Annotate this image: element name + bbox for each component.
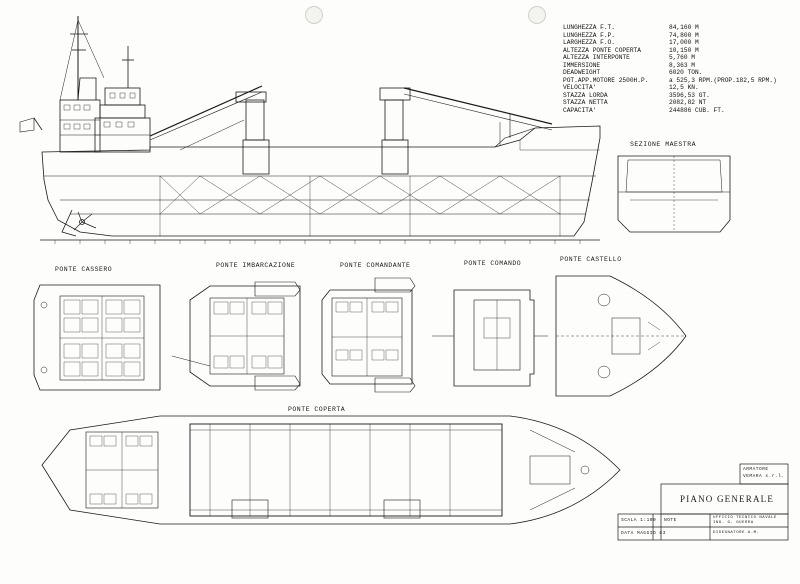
label-ponte-comandante: PONTE COMANDANTE: [340, 262, 411, 269]
flag: [19, 117, 35, 133]
owner-stamp-name: VEMARA s.r.l.: [743, 474, 785, 479]
poop-deck-plan: [33, 284, 161, 391]
cargo-crane-fwd: [379, 87, 553, 175]
label-ponte-castello: PONTE CASTELLO: [560, 256, 622, 263]
spec-label: CAPACITA': [563, 106, 597, 114]
propeller: [73, 211, 97, 231]
spec-label: ALTEZZA INTERPONTE: [563, 54, 630, 61]
spec-row: VELOCITA' 12,5 KN.: [563, 84, 777, 92]
punch-hole: [528, 6, 546, 24]
spec-row: DEADWEIGHT 6020 TON.: [563, 69, 777, 77]
cargo-crane-aft: [149, 85, 270, 175]
designer-text: DISEGNATORE A.M.: [713, 531, 760, 535]
spec-row: ALTEZZA PONTE COPERTA 10,150 M: [563, 47, 777, 55]
office-text: UFFICIO TECNICO NAVALE: [713, 516, 777, 520]
spec-row: STAZZA LORDA 3596,53 GT.: [563, 92, 777, 100]
spec-label: LUNGHEZZA F.P.: [563, 31, 615, 39]
spec-label: LARGHEZZA F.O.: [563, 39, 615, 46]
spec-value: 2082,82 NT: [669, 99, 707, 106]
spec-value: 17,000 M: [669, 39, 699, 46]
spec-value: 5,760 M: [669, 54, 695, 61]
bridge-deck-plan: [432, 289, 548, 387]
lifeboat: [254, 375, 301, 391]
label-ponte-coperta: PONTE COPERTA: [288, 406, 346, 413]
spec-value: 8,363 M: [669, 61, 695, 69]
note-text: NOTE: [664, 518, 677, 523]
captain-deck-plan: [321, 277, 416, 393]
spec-value: a 525,3 RPM.(PROP.182,5 RPM.): [669, 76, 777, 84]
spec-value: 74,800 M: [669, 31, 699, 39]
spec-row: ALTEZZA INTERPONTE 5,760 M: [563, 54, 777, 62]
office-engineer: ING. G. GUERRA: [713, 521, 754, 525]
spec-value: 6020 TON.: [669, 69, 703, 76]
lifeboat: [254, 281, 301, 297]
ship-profile: [19, 16, 601, 244]
drawing-title: PIANO GENERALE: [680, 494, 775, 504]
label-sezione-maestra: SEZIONE MAESTRA: [630, 141, 697, 148]
label-ponte-comando: PONTE COMANDO: [464, 260, 522, 267]
scale-text: SCALA 1:100: [621, 518, 657, 523]
spec-value: 3596,53 GT.: [669, 91, 710, 99]
midship-section: [617, 155, 731, 233]
hold-bracing: [159, 175, 561, 236]
cargo-hatch: [189, 423, 503, 517]
spec-table: LUNGHEZZA F.T. 84,160 M LUNGHEZZA F.P. 74,8…: [563, 24, 777, 114]
title-block-frame: [617, 463, 789, 541]
frame-ticks: [54, 240, 581, 244]
hull-outline: [41, 125, 601, 237]
label-ponte-cassero: PONTE CASSERO: [55, 266, 113, 273]
spec-value: 244886 CUB. FT.: [669, 106, 725, 114]
spec-label: LUNGHEZZA F.T.: [563, 24, 615, 31]
spec-row: STAZZA NETTA 2082,82 NT: [563, 99, 777, 107]
spec-row: LARGHEZZA F.O. 17,000 M: [563, 39, 777, 47]
owner-stamp: ARMATORE: [743, 467, 769, 472]
rudder: [61, 209, 77, 237]
spec-label: POT.APP.MOTORE 2500H.P.: [563, 76, 649, 84]
boat-deck-plan: [171, 281, 301, 391]
punch-hole: [305, 6, 323, 24]
spec-row: LUNGHEZZA F.T. 84,160 M: [563, 24, 777, 32]
spec-row: LUNGHEZZA F.P. 74,800 M: [563, 32, 777, 40]
forecastle-deck-plan: [555, 275, 687, 397]
main-deck-outline: [41, 415, 621, 525]
funnel: [77, 77, 97, 101]
spec-row: POT.APP.MOTORE 2500H.P. a 525,3 RPM.(PROP…: [563, 77, 777, 85]
spec-value: 84,160 M: [669, 24, 699, 31]
spec-value: 12,5 KN.: [669, 84, 699, 91]
label-ponte-imbarcazione: PONTE IMBARCAZIONE: [216, 262, 296, 269]
spec-label: ALTEZZA PONTE COPERTA: [563, 46, 641, 54]
spec-label: STAZZA NETTA: [563, 99, 608, 106]
spec-row: CAPACITA' 244886 CUB. FT.: [563, 107, 777, 115]
spec-label: STAZZA LORDA: [563, 91, 608, 99]
spec-label: DEADWEIGHT: [563, 69, 601, 76]
superstructure: [19, 16, 151, 153]
date-text: DATA MAGGIO 83: [621, 531, 666, 536]
spec-label: IMMERSIONE: [563, 61, 601, 69]
main-deck-plan: [41, 415, 621, 525]
spec-value: 10,150 M: [669, 46, 699, 54]
spec-label: VELOCITA': [563, 84, 597, 91]
spec-row: IMMERSIONE 8,363 M: [563, 62, 777, 70]
